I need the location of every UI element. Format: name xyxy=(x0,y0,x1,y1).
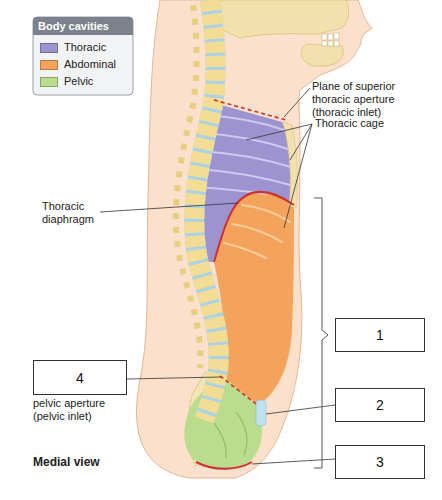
legend-entry: Pelvic xyxy=(40,75,93,88)
leader-line xyxy=(266,405,335,414)
rib xyxy=(242,205,290,222)
lower-rib-lines xyxy=(224,205,290,258)
sternum-bone xyxy=(283,122,297,208)
pelvic-floor xyxy=(196,462,252,469)
callout-number: 4 xyxy=(76,370,84,386)
legend-swatch xyxy=(40,77,58,87)
leader-line xyxy=(252,459,335,464)
tooth xyxy=(334,41,339,46)
rib xyxy=(232,224,282,242)
rib xyxy=(199,151,294,168)
legend-header xyxy=(33,17,133,35)
rib xyxy=(224,243,266,258)
legend-swatch xyxy=(40,60,58,70)
abdominopelvic-bracket xyxy=(314,198,328,468)
rib xyxy=(197,169,294,186)
thoracic-diaphragm xyxy=(214,192,294,262)
leader-line xyxy=(284,124,312,228)
plane-label: Plane of superior thoracic aperture (tho… xyxy=(312,80,434,119)
legend-entry: Abdominal xyxy=(40,58,116,71)
thoracic-inlet-plane xyxy=(214,100,286,120)
teeth xyxy=(322,33,339,46)
skull-bone xyxy=(220,0,349,38)
legend-title: Body cavities xyxy=(38,20,130,33)
callout-box: 3 xyxy=(335,445,425,479)
plane-label: pelvic aperture (pelvic inlet) xyxy=(33,397,123,423)
legend-label: Abdominal xyxy=(64,58,116,71)
tooth xyxy=(328,41,333,46)
leader-line xyxy=(100,203,238,212)
legend-label: Pelvic xyxy=(64,75,93,88)
leader-line xyxy=(246,124,312,140)
leader-line xyxy=(290,124,312,160)
callout-number: 1 xyxy=(376,327,384,343)
pubic-symphysis xyxy=(256,400,266,426)
spinous-processes xyxy=(176,5,201,368)
leader-lines xyxy=(100,88,335,464)
legend-panel xyxy=(33,17,133,95)
leader-line xyxy=(284,88,310,117)
legend-label: Thoracic xyxy=(64,41,106,54)
structure-label: Thoracic cage xyxy=(315,117,425,130)
legend-entry: Thoracic xyxy=(40,41,106,54)
callout-box: 2 xyxy=(335,388,425,422)
jaw-bone xyxy=(301,44,343,66)
callout-number: 2 xyxy=(376,397,384,413)
view-caption: Medial view xyxy=(33,456,133,469)
tooth xyxy=(328,34,333,40)
tooth xyxy=(322,41,327,46)
callout-number: 3 xyxy=(376,454,384,470)
tooth xyxy=(334,33,339,39)
callout-box: 4 xyxy=(33,360,127,395)
leader-line xyxy=(127,377,221,379)
callout-box: 1 xyxy=(335,318,425,352)
pelvic-inlet-plane xyxy=(220,376,260,407)
tooth xyxy=(322,34,327,40)
structure-label: Thoracic diaphragm xyxy=(42,200,104,226)
legend-swatch xyxy=(40,43,58,53)
